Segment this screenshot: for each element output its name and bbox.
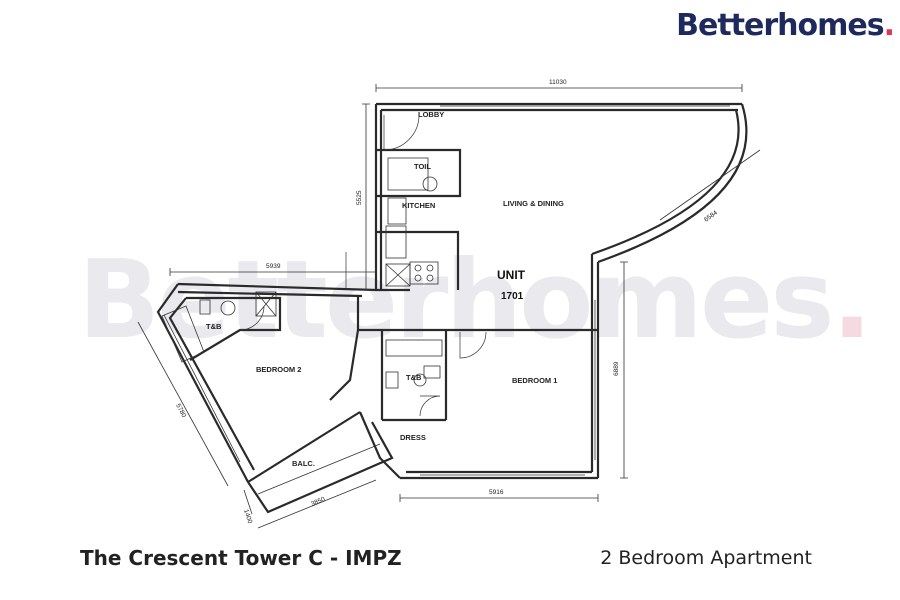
fixtures [161,157,443,389]
dim-lobby-height: 5525 [356,190,363,205]
dimension-lines [137,84,761,529]
unit-label: UNIT [497,268,526,282]
room-label-balcony: BALC. [292,459,315,468]
dim-bottom-width: 5916 [489,489,504,496]
watermark-text: Betterhomes [78,238,834,363]
dim-bedroom2-width: 5939 [266,263,281,270]
room-label-toilet: TOIL [414,162,431,171]
room-label-lobby: LOBBY [418,110,444,119]
room-label-tb-right: T&B [406,373,422,382]
dim-balcony-depth: 1400 [242,508,253,524]
dim-top-width: 11030 [549,79,567,86]
dim-balcony-width: 3850 [310,496,326,508]
room-label-dress: DRESS [400,433,426,442]
apartment-type: 2 Bedroom Apartment [600,547,812,569]
room-label-tb-left: T&B [206,322,222,331]
logo-text: Betterhomes [676,8,884,43]
doors [239,114,487,417]
room-label-bedroom2: BEDROOM 2 [256,365,301,374]
dim-bedroom2-side: 5780 [174,403,187,419]
windows [163,105,730,476]
watermark: Betterhomes. [78,238,873,363]
logo-dot: . [883,8,895,43]
betterhomes-logo: Betterhomes. [676,8,895,43]
watermark-dot: . [831,238,872,363]
room-label-bedroom1: BEDROOM 1 [512,376,557,385]
room-label-kitchen: KITCHEN [402,201,435,210]
dim-right-height: 6889 [613,361,620,376]
outer-walls [156,102,748,514]
interior-walls [186,148,598,422]
project-title: The Crescent Tower C - IMPZ [80,546,402,570]
dim-curve-radius: 6584 [703,209,719,223]
room-label-living-dining: LIVING & DINING [503,199,564,208]
unit-number: 1701 [501,291,524,302]
